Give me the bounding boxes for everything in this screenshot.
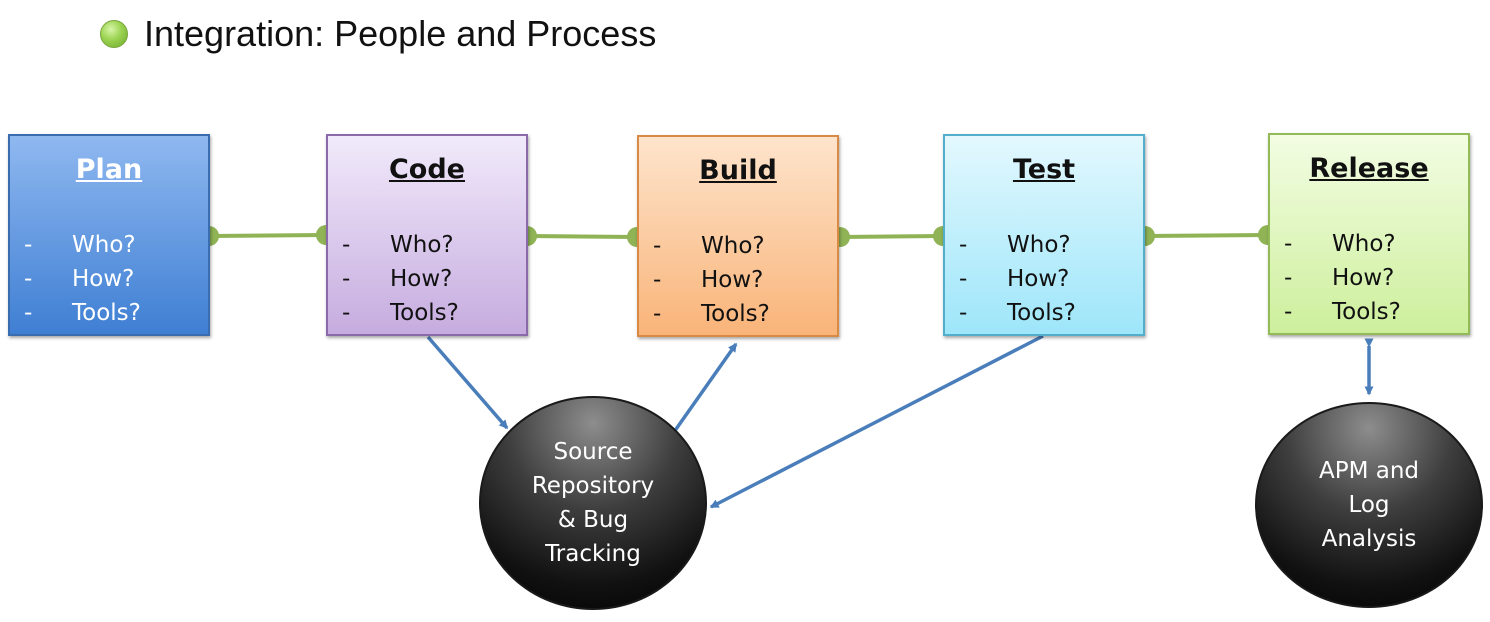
stage-checklist: -Who? -How? -Tools? [959, 228, 1143, 330]
list-item: -Tools? [653, 301, 770, 327]
stage-title: Release [1309, 153, 1429, 184]
list-item: -Who? [959, 232, 1071, 258]
arrow-source-to-build [672, 342, 738, 434]
stage-plan: Plan -Who? -How? -Tools? [8, 134, 210, 336]
stage-build: Build -Who? -How? -Tools? [637, 135, 839, 337]
stage-connectors [208, 233, 1269, 239]
stage-checklist: -Who? -How? -Tools? [1284, 227, 1468, 329]
stage-title: Plan [75, 154, 143, 185]
list-item: -How? [24, 266, 135, 292]
apm-log-analysis-circle: APM and Log Analysis [1255, 402, 1483, 608]
connector-build-test [839, 234, 944, 239]
arrow-test-to-source [709, 334, 1044, 509]
list-item: -How? [653, 267, 764, 293]
connector-code-build [526, 234, 638, 239]
circle-label: APM and Log Analysis [1318, 458, 1420, 552]
list-item: -Tools? [1284, 299, 1401, 325]
list-item: -Who? [1284, 231, 1396, 257]
stage-release: Release -Who? -How? -Tools? [1268, 133, 1470, 335]
connector-plan-code [208, 233, 327, 238]
list-item: -Who? [342, 232, 454, 258]
list-item: -How? [342, 266, 453, 292]
stage-title: Code [388, 154, 465, 185]
list-item: -How? [1284, 265, 1395, 291]
connector-test-release [1144, 233, 1269, 238]
list-item: -Tools? [959, 300, 1076, 326]
stage-title: Build [699, 155, 777, 186]
circle-label: Source Repository & Bug Tracking [531, 439, 655, 567]
stage-checklist: -Who? -How? -Tools? [653, 229, 837, 331]
stage-title: Test [1012, 154, 1076, 185]
list-item: -Who? [24, 232, 136, 258]
list-item: -Tools? [24, 300, 141, 326]
stage-code: Code -Who? -How? -Tools? [326, 134, 528, 336]
stage-checklist: -Who? -How? -Tools? [342, 228, 526, 330]
stage-test: Test -Who? -How? -Tools? [943, 134, 1145, 336]
green-bullet-icon [100, 20, 128, 48]
title-row: Integration: People and Process [100, 12, 656, 56]
list-item: -Who? [653, 233, 765, 259]
flow-arrows [426, 334, 1374, 509]
list-item: -Tools? [342, 300, 459, 326]
arrow-code-to-source [426, 335, 509, 430]
source-repository-circle: Source Repository & Bug Tracking [479, 396, 707, 610]
stage-checklist: -Who? -How? -Tools? [24, 228, 208, 330]
page-title: Integration: People and Process [144, 13, 657, 54]
list-item: -How? [959, 266, 1070, 292]
